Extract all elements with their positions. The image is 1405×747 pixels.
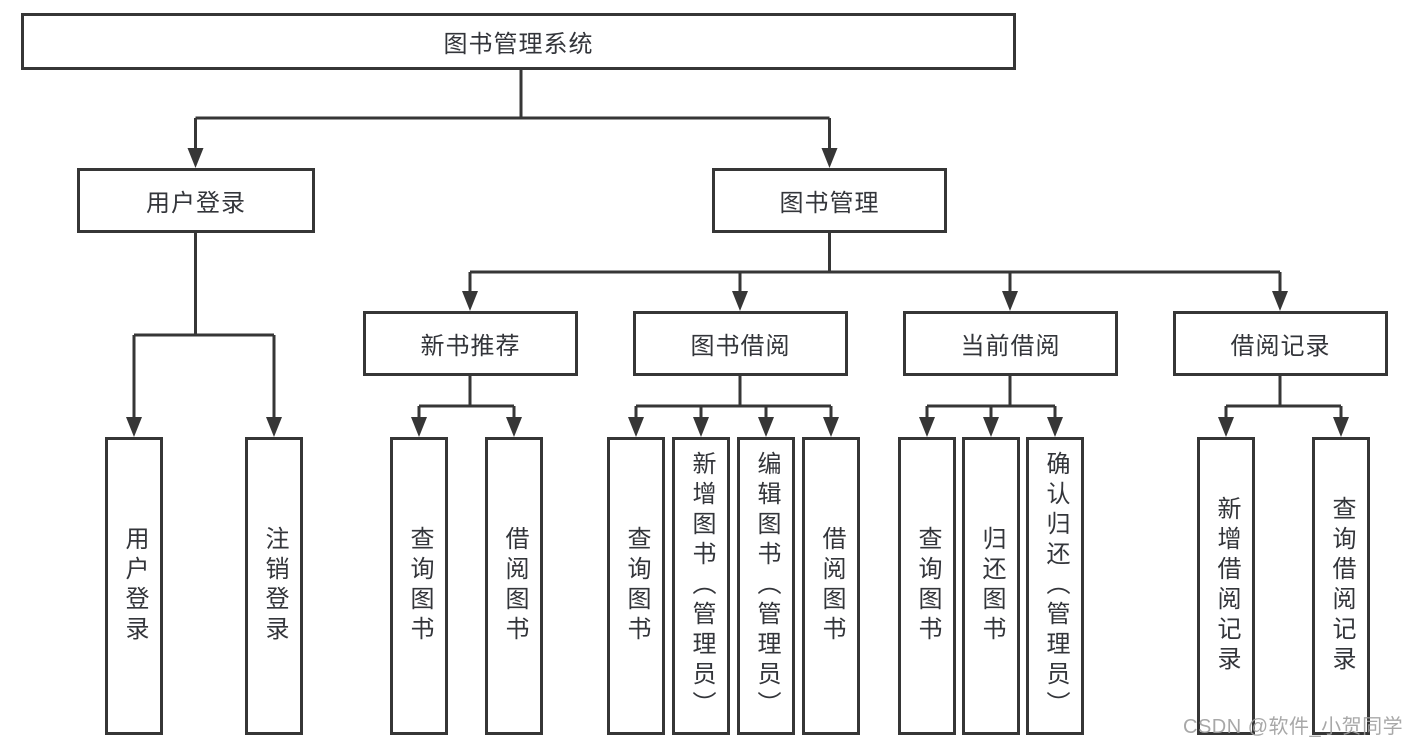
leaf-query-borrow-record: 查询借阅记录	[1312, 437, 1370, 735]
connector-borrow-record-to-leaves	[1224, 376, 1343, 419]
node-current-borrow-label: 当前借阅	[960, 333, 1061, 360]
leaf-user-login-label: 用户登录	[121, 526, 148, 646]
leaf-borrow-query-book-label: 查询图书	[623, 526, 650, 646]
node-current-borrow: 当前借阅	[903, 311, 1118, 376]
leaf-newbook-query-book-label: 查询图书	[406, 526, 433, 646]
node-root-label: 图书管理系统	[443, 31, 594, 58]
node-book-management-label: 图书管理	[779, 190, 880, 217]
leaf-query-borrow-record-label: 查询借阅记录	[1328, 496, 1355, 676]
leaf-borrow-query-book: 查询图书	[607, 437, 665, 735]
arrowheads-level3	[462, 291, 1288, 311]
leaf-add-borrow-record-label: 新增借阅记录	[1213, 496, 1240, 676]
leaf-newbook-borrow-book: 借阅图书	[485, 437, 543, 735]
leaf-add-book-admin-label: 新增图书（管理员）	[688, 451, 715, 721]
connector-book-borrow-to-leaves	[634, 376, 833, 419]
connector-book-management-to-level3	[468, 233, 1282, 293]
leaf-confirm-return-admin-label: 确认归还（管理员）	[1042, 451, 1069, 721]
node-user-login: 用户登录	[77, 168, 315, 233]
node-book-management: 图书管理	[712, 168, 947, 233]
arrowheads-leaves	[126, 417, 1349, 437]
leaf-borrow-book: 借阅图书	[802, 437, 860, 735]
leaf-logout: 注销登录	[245, 437, 303, 735]
leaf-add-borrow-record: 新增借阅记录	[1197, 437, 1255, 735]
connector-new-book-to-leaves	[417, 376, 516, 419]
leaf-edit-book-admin: 编辑图书（管理员）	[737, 437, 795, 735]
leaf-current-query-book-label: 查询图书	[914, 526, 941, 646]
leaf-borrow-book-label: 借阅图书	[818, 526, 845, 646]
node-user-login-label: 用户登录	[146, 190, 246, 217]
node-book-borrow: 图书借阅	[633, 311, 848, 376]
leaf-add-book-admin: 新增图书（管理员）	[672, 437, 730, 735]
node-borrow-record: 借阅记录	[1173, 311, 1388, 376]
leaf-user-login: 用户登录	[105, 437, 163, 735]
arrowheads-level2	[187, 148, 838, 168]
leaf-edit-book-admin-label: 编辑图书（管理员）	[753, 451, 780, 721]
leaf-return-book-label: 归还图书	[978, 526, 1005, 646]
leaf-return-book: 归还图书	[962, 437, 1020, 735]
leaf-newbook-borrow-book-label: 借阅图书	[501, 526, 528, 646]
leaf-logout-label: 注销登录	[261, 526, 288, 646]
leaf-confirm-return-admin: 确认归还（管理员）	[1026, 437, 1084, 735]
node-book-borrow-label: 图书借阅	[690, 333, 791, 360]
node-new-book-recommend: 新书推荐	[363, 311, 578, 376]
leaf-current-query-book: 查询图书	[898, 437, 956, 735]
node-new-book-recommend-label: 新书推荐	[420, 333, 521, 360]
csdn-watermark: CSDN @软件_小贺同学	[1183, 716, 1404, 738]
connector-current-borrow-to-leaves	[925, 376, 1057, 419]
connector-root-to-level2	[194, 69, 831, 150]
node-root: 图书管理系统	[21, 13, 1016, 70]
connector-user-login-to-leaves	[132, 233, 276, 419]
leaf-newbook-query-book: 查询图书	[390, 437, 448, 735]
node-borrow-record-label: 借阅记录	[1230, 333, 1331, 360]
